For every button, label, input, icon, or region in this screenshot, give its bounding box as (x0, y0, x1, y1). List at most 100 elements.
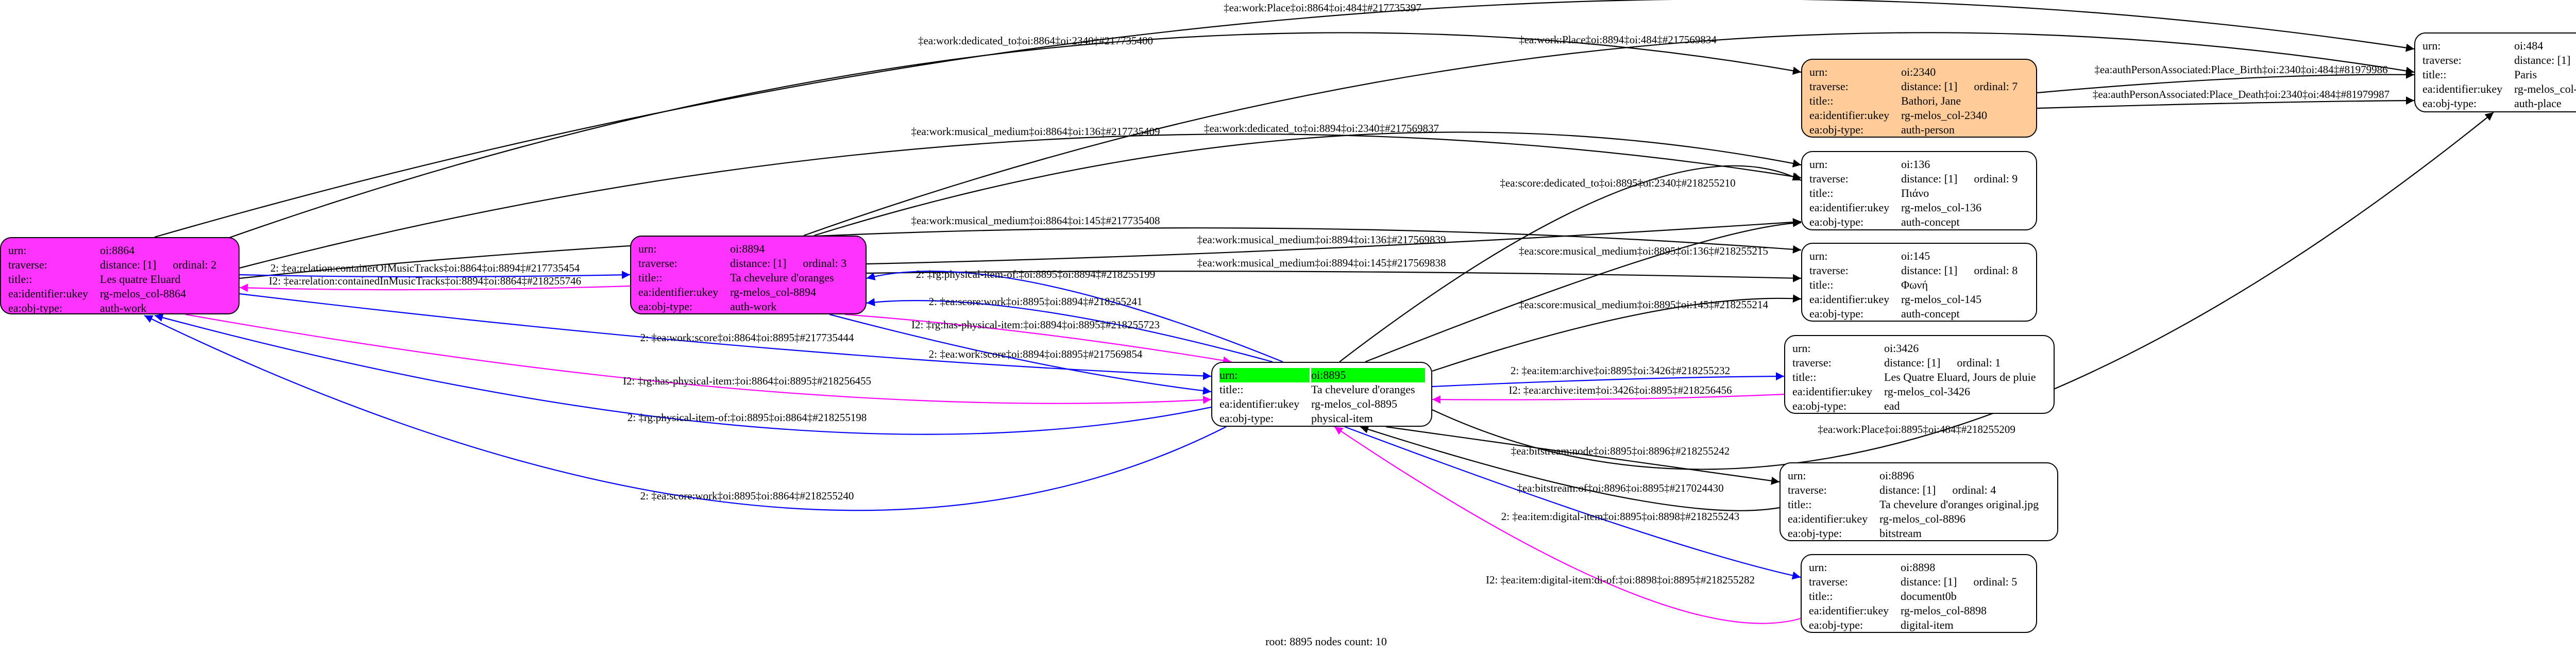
traverse-distance: distance: [1] (100, 258, 157, 271)
edge-8895-to-8864 (154, 313, 1212, 435)
edge-label: ‡ea:work:musical_medium‡oi:8864‡oi:136‡#… (911, 125, 1160, 138)
edge-label: ‡ea:work:musical_medium‡oi:8864‡oi:145‡#… (911, 214, 1160, 227)
field-label: traverse: (1792, 356, 1832, 369)
traverse-ordinal: ordinal: 1 (1957, 356, 2001, 369)
traverse-distance: distance: [1] (1901, 172, 1958, 185)
edge-8894-to-145 (866, 271, 1802, 282)
field-label: urn: (1792, 342, 1811, 355)
field-label: urn: (1809, 249, 1828, 262)
field-value: physical-item (1311, 412, 1373, 425)
field-label: title:: (1809, 590, 1833, 603)
node-row-urn: urn:oi:3426 (1792, 341, 2047, 356)
field-label: urn: (8, 244, 27, 257)
field-label: title:: (2422, 68, 2447, 81)
node-row-obj_type: ea:obj-type:auth-place (2422, 96, 2576, 111)
node-row-title: title::Ta chevelure d'oranges (1219, 382, 1425, 397)
node-row-title: title::Ta chevelure d'oranges (638, 271, 859, 285)
node-row-traverse: traverse:distance: [1]ordinal: 4 (1788, 483, 2051, 497)
node-row-obj_type: ea:obj-type:auth-concept (1809, 215, 2030, 229)
field-value: rg-melos_col-145 (1901, 293, 1982, 306)
edge-8864-to-8895 (185, 313, 1212, 404)
node-row-traverse: traverse:distance: [1]ordinal: 2 (8, 258, 232, 272)
field-label: ea:identifier:ukey (2422, 82, 2503, 95)
field-label: title:: (638, 271, 663, 284)
traverse-ordinal: ordinal: 5 (1973, 575, 2018, 588)
node-row-obj_type: ea:obj-type:bitstream (1788, 526, 2051, 541)
edge-label: I2: ‡rg:has-physical-item:‡oi:8894‡oi:88… (911, 319, 1160, 331)
edge-label: ‡ea:bitstream:of‡oi:8896‡oi:8895‡#217024… (1517, 482, 1723, 494)
edge-8864-to-484 (154, 0, 2415, 238)
edge-label: I2: ‡ea:archive:item‡oi:3426‡oi:8895‡#21… (1509, 384, 1732, 396)
field-value: rg-melos_col-484 (2514, 82, 2576, 95)
field-label: urn: (2422, 39, 2441, 52)
edge-label: ‡ea:work:Place‡oi:8894‡oi:484‡#217569834 (1519, 34, 1717, 46)
field-label: ea:identifier:ukey (1809, 109, 1890, 122)
edge-8895-to-145 (1432, 294, 1802, 372)
traverse-distance: distance: [1] (2514, 54, 2571, 66)
node-row-title: title::Les Quatre Eluard, Jours de pluie (1792, 370, 2047, 384)
field-value: auth-concept (1901, 215, 1960, 228)
edge-label: 2: ‡rg:physical-item-of:‡oi:8895‡oi:8864… (628, 411, 867, 424)
node-row-title: title::Φωνή (1809, 278, 2030, 292)
field-value: Les quatre Eluard (100, 273, 181, 286)
edge-8864-to-8895 (239, 293, 1212, 380)
edge-label: 2: ‡ea:item:digital-item‡oi:8895‡oi:8898… (1501, 510, 1740, 523)
edge-8894-to-8864 (239, 283, 631, 292)
traverse-ordinal: ordinal: 4 (1952, 483, 1996, 496)
field-label: title:: (8, 273, 32, 286)
field-label: traverse: (1788, 483, 1827, 496)
field-value: rg-melos_col-8896 (1879, 512, 1966, 525)
field-label: traverse: (1809, 264, 1849, 277)
field-value: auth-concept (1901, 307, 1960, 320)
node-row-title: title::Bathori, Jane (1809, 94, 2030, 108)
traverse-ordinal: ordinal: 7 (1974, 80, 2018, 93)
edge-label: 2: ‡rg:physical-item-of:‡oi:8895‡oi:8894… (916, 268, 1156, 280)
edge-label: ‡ea:score:musical_medium‡oi:8895‡oi:136‡… (1519, 245, 1768, 257)
field-label: traverse: (2422, 54, 2462, 66)
edge-label: ‡ea:authPersonAssociated:Place_Death‡oi:… (2093, 88, 2389, 101)
node-row-ukey: ea:identifier:ukey rg-melos_col-8895 (1219, 397, 1425, 411)
field-label: ea:identifier:ukey (638, 286, 719, 298)
traverse-ordinal: ordinal: 8 (1974, 264, 2018, 277)
node-row-obj_type: ea:obj-type:digital-item (1809, 618, 2030, 632)
field-value: rg-melos_col-3426 (1884, 385, 1971, 398)
edge-8898-to-8895 (1334, 426, 1801, 624)
edge-label: ‡ea:score:dedicated_to‡oi:8895‡oi:2340‡#… (1500, 177, 1735, 189)
edge-8894-to-484 (803, 32, 2415, 237)
node-row-title: title::Les quatre Eluard (8, 272, 232, 287)
field-label: ea:identifier:ukey (1219, 397, 1300, 410)
node-row-traverse: traverse:distance: [1]ordinal: 3 (638, 256, 859, 271)
edge-8864-to-136 (239, 133, 1802, 269)
traverse-distance: distance: [1] (1901, 575, 1957, 588)
field-label: ea:identifier:ukey (1809, 201, 1890, 214)
field-value: Bathori, Jane (1901, 94, 1961, 107)
node-row-traverse: traverse:distance: [1]ordinal: 6 (2422, 53, 2576, 68)
edge-label: ‡ea:work:dedicated_to‡oi:8894‡oi:2340‡#2… (1204, 122, 1439, 135)
field-label: urn: (1219, 368, 1310, 382)
node-row-traverse: traverse:distance: [1]ordinal: 9 (1809, 172, 2030, 186)
node-row-obj_type: ea:obj-type:physical-item (1219, 411, 1425, 426)
edge-2340-to-484 (2037, 70, 2415, 94)
node-row-obj_type: ea:obj-type:auth-concept (1809, 307, 2030, 321)
node-row-urn: urn:oi:136 (1809, 157, 2030, 172)
edge-label: ‡ea:work:musical_medium‡oi:8894‡oi:145‡#… (1197, 257, 1446, 269)
field-value: rg-melos_col-8895 (1311, 397, 1398, 410)
field-label: ea:obj-type: (1792, 399, 1847, 412)
node-row-urn: urn:oi:8894 (638, 242, 859, 256)
